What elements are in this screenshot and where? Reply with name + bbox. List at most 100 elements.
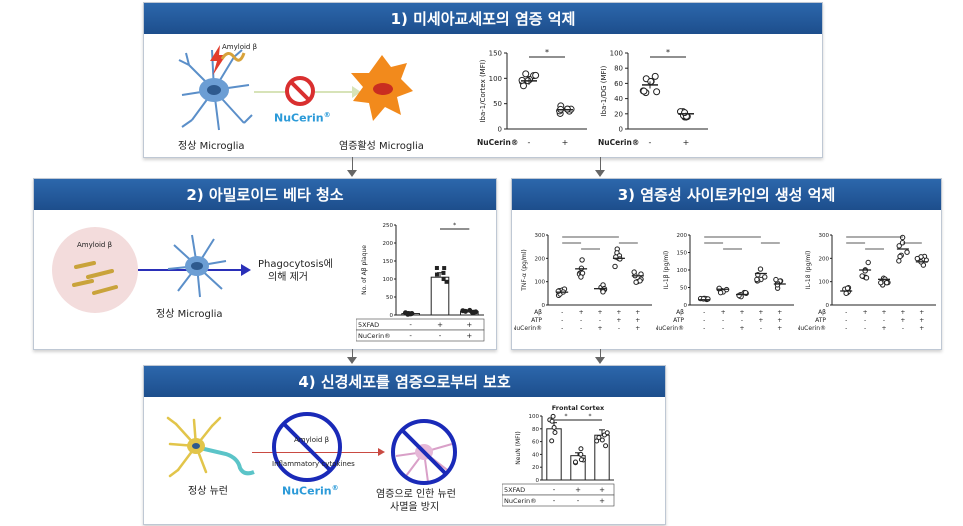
y-tick-label: 100 bbox=[610, 50, 623, 58]
condition-row-label: Aβ bbox=[534, 309, 542, 316]
panel-2-title: 2) 아밀로이드 베타 청소 bbox=[34, 179, 496, 210]
nucerin-brand-reg: ® bbox=[323, 111, 331, 119]
data-point bbox=[705, 296, 711, 302]
chart-title: Frontal Cortex bbox=[552, 404, 605, 412]
normal-microglia-label: 정상 Microglia bbox=[178, 141, 245, 152]
connector-1-3 bbox=[600, 157, 601, 171]
data-point bbox=[653, 88, 661, 96]
table-row-label: 5XFAD bbox=[504, 486, 525, 494]
table-cell: + bbox=[466, 332, 472, 340]
data-point bbox=[914, 255, 921, 262]
data-point bbox=[463, 308, 469, 314]
table-cell: - bbox=[439, 332, 442, 340]
normal-neuron-label: 정상 뉴런 bbox=[188, 486, 228, 497]
condition-cell: + bbox=[863, 309, 868, 316]
normal-neuron-icon bbox=[166, 416, 255, 478]
panel2-amyloid-label: Amyloid β bbox=[77, 241, 113, 249]
condition-cell: + bbox=[919, 325, 924, 332]
condition-label: + bbox=[562, 138, 569, 147]
condition-label: - bbox=[649, 138, 652, 147]
data-point bbox=[651, 72, 659, 80]
y-tick-label: 50 bbox=[680, 286, 687, 292]
data-point bbox=[896, 258, 902, 264]
data-point bbox=[550, 413, 556, 419]
table-row-label: NuCerin® bbox=[504, 497, 537, 505]
y-axis-label: IL-18 (pg/ml) bbox=[805, 251, 812, 290]
data-point bbox=[843, 290, 849, 296]
condition-cell: - bbox=[760, 325, 762, 332]
arrow-1-2 bbox=[347, 170, 357, 177]
y-tick-label: 100 bbox=[529, 414, 540, 420]
data-point bbox=[897, 253, 903, 260]
data-point bbox=[612, 263, 618, 270]
data-point bbox=[716, 285, 722, 292]
condition-cell: + bbox=[597, 309, 602, 316]
data-point bbox=[441, 270, 446, 275]
data-point bbox=[552, 430, 558, 436]
nucerin-brand: NuCerin® bbox=[274, 111, 331, 125]
y-tick-label: 40 bbox=[532, 452, 539, 458]
data-point bbox=[549, 418, 555, 424]
y-axis-label: IL-1β (pg/ml) bbox=[663, 251, 670, 290]
condition-cell: - bbox=[580, 325, 582, 332]
y-axis-label: NeuN (MFI) bbox=[515, 431, 522, 464]
condition-cell: + bbox=[721, 309, 726, 316]
condition-row-label: Aβ bbox=[676, 309, 684, 316]
data-point bbox=[754, 276, 760, 283]
row-label: NuCerin® bbox=[477, 138, 518, 147]
condition-cell: + bbox=[900, 317, 905, 324]
table-row bbox=[356, 329, 485, 342]
y-tick-label: 0 bbox=[390, 313, 394, 319]
data-point bbox=[700, 296, 707, 302]
data-point bbox=[681, 109, 689, 117]
data-point bbox=[444, 279, 449, 284]
data-point bbox=[473, 309, 479, 315]
condition-row-label: Aβ bbox=[818, 309, 826, 316]
condition-cell: - bbox=[561, 309, 563, 316]
panel2-microglia-label: 정상 Microglia bbox=[156, 309, 223, 320]
data-point bbox=[757, 266, 764, 272]
table-cell: + bbox=[437, 321, 443, 329]
data-point bbox=[467, 307, 473, 313]
table-cell: + bbox=[575, 486, 581, 494]
condition-cell: - bbox=[845, 317, 847, 324]
significance-marker: * bbox=[666, 48, 670, 57]
y-tick-label: 80 bbox=[614, 65, 623, 73]
y-tick-label: 20 bbox=[532, 465, 539, 471]
table-cell: + bbox=[466, 321, 472, 329]
y-tick-label: 60 bbox=[614, 80, 623, 88]
condition-cell: + bbox=[579, 309, 584, 316]
connector-1-2 bbox=[352, 157, 353, 171]
panel4-nucerin-text: NuCerin bbox=[282, 484, 332, 498]
data-point bbox=[579, 257, 585, 263]
y-tick-label: 300 bbox=[535, 233, 546, 239]
condition-cell: + bbox=[635, 325, 640, 332]
amyloid-fibril-icon bbox=[220, 52, 246, 62]
condition-cell: - bbox=[864, 325, 866, 332]
data-point bbox=[896, 243, 902, 249]
panel-2-amyloid-clearance: 2) 아밀로이드 베타 청소 Amyloid β Phagocytosis에 의… bbox=[33, 178, 497, 350]
data-point bbox=[522, 70, 530, 78]
condition-cell: - bbox=[902, 325, 904, 332]
y-tick-label: 150 bbox=[677, 251, 688, 257]
y-tick-label: 100 bbox=[535, 280, 546, 286]
panel-4-title: 4) 신경세포를 염증으로부터 보호 bbox=[144, 366, 665, 397]
y-tick-label: 200 bbox=[819, 256, 830, 262]
data-point bbox=[859, 273, 865, 279]
neuron-death-line1: 염증으로 인한 뉴런 bbox=[376, 489, 456, 500]
condition-cell: + bbox=[758, 309, 763, 316]
y-tick-label: 0 bbox=[826, 303, 830, 309]
condition-row-label: ATP bbox=[815, 317, 826, 324]
condition-row-label: ATP bbox=[531, 317, 542, 324]
data-point bbox=[600, 289, 606, 295]
amyloid-fibrils-icon bbox=[72, 261, 118, 295]
y-tick-label: 0 bbox=[498, 126, 502, 134]
data-point bbox=[603, 443, 609, 449]
condition-cell: - bbox=[864, 317, 866, 324]
data-point bbox=[596, 434, 602, 440]
condition-cell: - bbox=[580, 317, 582, 324]
significance-marker: * bbox=[565, 413, 568, 420]
panel4-nucerin-brand: NuCerin® bbox=[282, 484, 339, 498]
